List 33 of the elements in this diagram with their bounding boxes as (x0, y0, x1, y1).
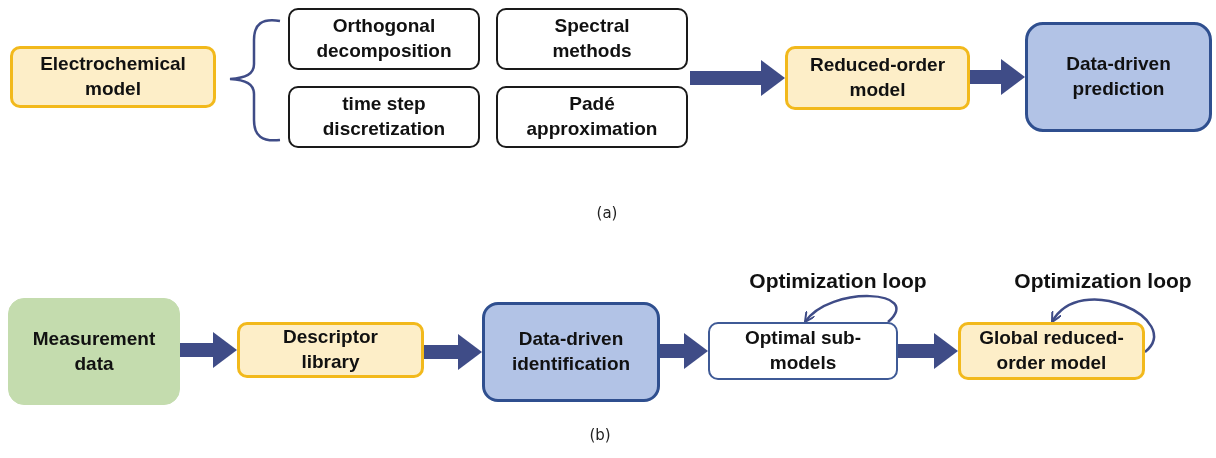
node-label: Data-driven prediction (1065, 52, 1172, 101)
node-label: Spectral methods (551, 14, 633, 63)
arrow (898, 333, 958, 369)
process-box (10, 46, 216, 108)
process-box (482, 302, 660, 402)
node-label: Padé approximation (525, 92, 659, 141)
node-label: Global reduced-order model (978, 326, 1125, 375)
node-label: Reduced-order model (808, 53, 947, 102)
arrow (970, 59, 1025, 95)
panel-caption: (a) (596, 204, 618, 222)
process-box (958, 322, 1145, 380)
process-box (8, 298, 180, 405)
panel-caption: (b) (589, 426, 611, 444)
process-box (237, 322, 424, 378)
arrow (424, 334, 482, 370)
arrow (660, 333, 708, 369)
node-label: time step discretization (321, 92, 447, 141)
process-box (708, 322, 898, 380)
node-label: Optimal sub-models (743, 326, 863, 375)
process-box (288, 8, 480, 70)
process-box (1025, 22, 1212, 132)
node-label: Measurement data (31, 326, 157, 376)
process-box (496, 8, 688, 70)
process-box (785, 46, 970, 110)
arrow (180, 332, 237, 368)
node-label: Data-driven identification (510, 327, 632, 376)
node-label: Descriptor library (282, 325, 379, 374)
process-box (288, 86, 480, 148)
node-label: Orthogonal decomposition (315, 14, 453, 63)
process-box (496, 86, 688, 148)
node-label: Electrochemical model (39, 52, 187, 101)
arrow (804, 294, 898, 323)
arrow (1051, 298, 1155, 353)
